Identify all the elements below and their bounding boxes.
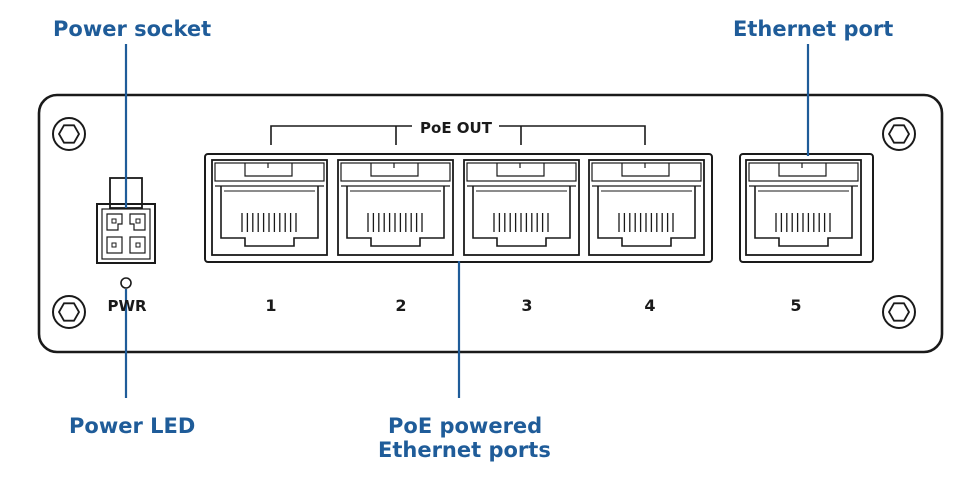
rj45-jack-4 bbox=[588, 159, 705, 256]
screw-bottom-left bbox=[52, 295, 86, 329]
port-number-2: 2 bbox=[395, 296, 406, 315]
rj45-jack-1 bbox=[211, 159, 328, 256]
ethernet-port-frame bbox=[739, 153, 874, 263]
port-number-4: 4 bbox=[644, 296, 655, 315]
rj45-jack-3 bbox=[463, 159, 580, 256]
poe-out-bracket bbox=[270, 125, 646, 145]
pwr-label: PWR bbox=[107, 297, 147, 315]
poe-out-label: PoE OUT bbox=[420, 119, 493, 137]
ethernet-port-callout: Ethernet port bbox=[733, 17, 894, 41]
screw-top-right bbox=[882, 117, 916, 151]
leader-lines bbox=[124, 44, 810, 398]
poe-powered-callout-line2: Ethernet ports bbox=[378, 438, 551, 462]
power-socket-callout: Power socket bbox=[53, 17, 212, 41]
port-number-3: 3 bbox=[521, 296, 532, 315]
port-number-5: 5 bbox=[790, 296, 801, 315]
port-number-1: 1 bbox=[265, 296, 276, 315]
rj45-jack-5 bbox=[745, 159, 862, 256]
poe-powered-callout-line1: PoE powered bbox=[388, 414, 543, 438]
chassis-outline bbox=[37, 93, 944, 354]
screw-top-left bbox=[52, 117, 86, 151]
rj45-jack-2 bbox=[337, 159, 454, 256]
screw-bottom-right bbox=[882, 295, 916, 329]
power-led bbox=[120, 277, 132, 289]
power-led-callout: Power LED bbox=[69, 414, 196, 438]
